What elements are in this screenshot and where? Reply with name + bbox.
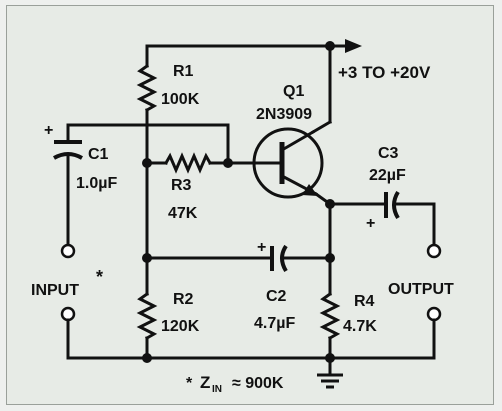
r3-value: 47K: [168, 205, 198, 222]
c3-ref: C3: [378, 145, 399, 162]
output-label: OUTPUT: [388, 281, 454, 298]
input-terminal-bottom: [60, 306, 76, 322]
c1-ref: C1: [88, 146, 109, 163]
r1-resistor: [136, 63, 158, 142]
footnote-sub: IN: [212, 384, 222, 395]
emitter-arrow-icon: [302, 184, 318, 196]
r4-ref: R4: [354, 293, 375, 310]
ground-icon: [317, 373, 343, 389]
c3-value: 22µF: [369, 167, 406, 184]
input-marker: *: [96, 267, 103, 287]
input-label: INPUT: [31, 282, 79, 299]
r4-resistor: [319, 256, 341, 360]
c2-value: 4.7µF: [254, 315, 295, 332]
junction-dot: [325, 41, 335, 51]
r3-resistor: [142, 123, 233, 260]
c1-capacitor: [53, 123, 230, 247]
input-terminal-top: [60, 243, 76, 259]
c1-plus: +: [44, 122, 53, 139]
r4-value: 4.7K: [343, 318, 377, 335]
supply-arrow-icon: [345, 39, 362, 53]
footnote-star: *: [186, 375, 193, 392]
q1-ref: Q1: [283, 83, 304, 100]
supply-label: +3 TO +20V: [338, 63, 431, 82]
r3-ref: R3: [171, 177, 192, 194]
r1-value: 100K: [161, 91, 200, 108]
q1-part: 2N3909: [256, 106, 312, 123]
c2-ref: C2: [266, 288, 287, 305]
r1-ref: R1: [173, 63, 194, 80]
c1-value: 1.0µF: [76, 175, 117, 192]
footnote-value: ≈ 900K: [232, 375, 284, 392]
c2-capacitor: [142, 244, 335, 273]
zin-footnote: * Z IN ≈ 900K: [186, 373, 284, 395]
q1-transistor: [226, 58, 333, 207]
output-terminal-bottom: [426, 306, 442, 322]
c2-plus: +: [257, 239, 266, 256]
footnote-z: Z: [200, 373, 210, 392]
c3-plus: +: [366, 215, 375, 232]
r2-value: 120K: [161, 318, 200, 335]
c3-capacitor: [325, 190, 436, 260]
ground-rail: [66, 353, 436, 377]
r2-ref: R2: [173, 291, 194, 308]
supply-rail: [145, 39, 362, 68]
r2-resistor: [136, 256, 158, 360]
output-terminal-top: [426, 243, 442, 259]
